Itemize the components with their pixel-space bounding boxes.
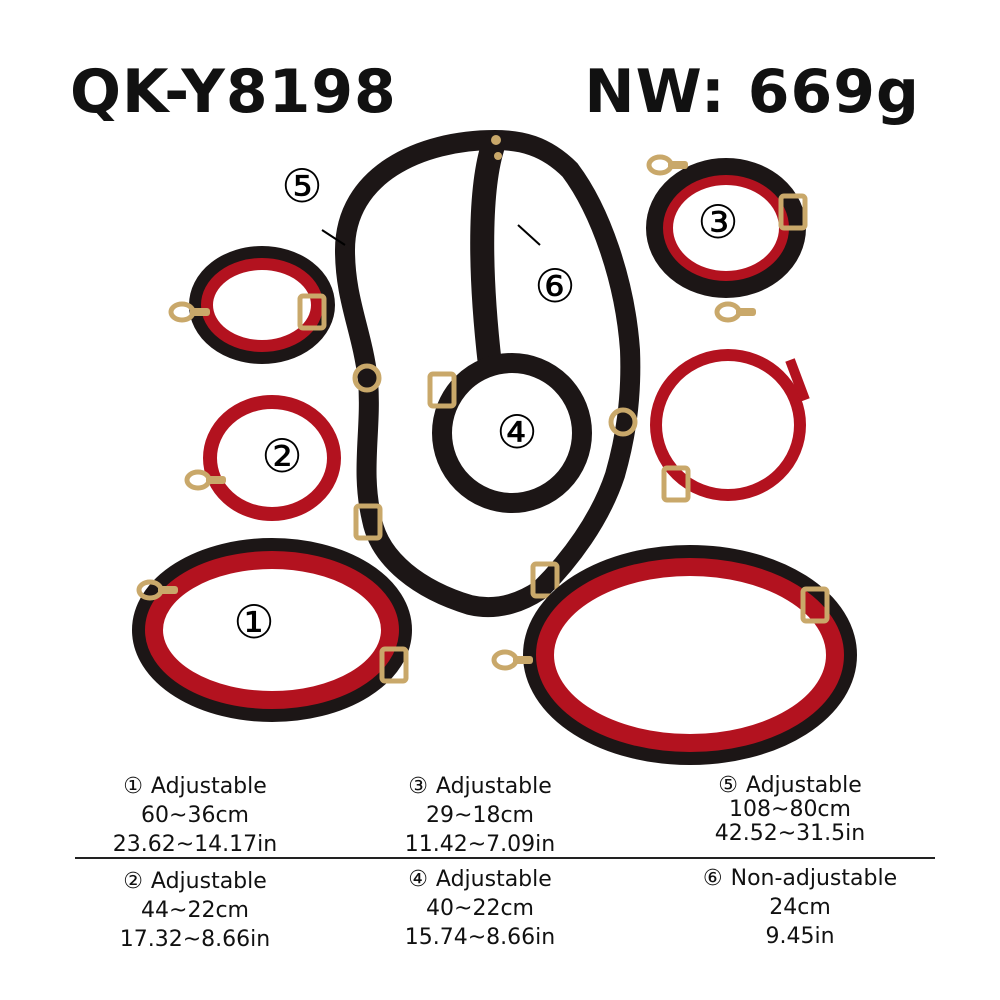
spec-inch: 11.42~7.09in bbox=[404, 832, 556, 857]
net-weight: NW: 669g bbox=[584, 57, 920, 127]
spec-type: Adjustable bbox=[150, 869, 267, 894]
spec-inch: 9.45in bbox=[765, 924, 835, 949]
spec-6: ⑥ Non-adjustable 24cm 9.45in bbox=[650, 864, 950, 951]
marker-3: ③ bbox=[697, 195, 738, 249]
spec-number: ⑥ bbox=[702, 866, 723, 891]
spec-inch: 17.32~8.66in bbox=[119, 927, 271, 952]
spec-type: Non-adjustable bbox=[730, 866, 898, 891]
spec-inch: 42.52~31.5in bbox=[714, 821, 866, 846]
harness-strap bbox=[334, 130, 641, 618]
spec-type: Adjustable bbox=[745, 773, 862, 798]
waist-belt bbox=[494, 545, 857, 765]
spec-number: ② bbox=[123, 869, 143, 894]
spec-type: Adjustable bbox=[435, 774, 552, 799]
spec-3: ③ Adjustable 29~18cm 11.42~7.09in bbox=[330, 772, 630, 859]
spec-2: ② Adjustable 44~22cm 17.32~8.66in bbox=[45, 867, 345, 954]
marker-6: ⑥ bbox=[534, 259, 575, 313]
divider bbox=[75, 857, 935, 859]
spec-number: ④ bbox=[408, 867, 428, 892]
thigh-cuff-1 bbox=[132, 538, 412, 722]
spec-type: Adjustable bbox=[435, 867, 552, 892]
spec-cm: 108~80cm bbox=[729, 797, 851, 822]
cuff-top-left bbox=[171, 246, 335, 364]
spec-type: Adjustable bbox=[150, 774, 267, 799]
spec-cm: 29~18cm bbox=[426, 803, 534, 828]
marker-5: ⑤ bbox=[281, 159, 322, 213]
marker-1: ① bbox=[233, 595, 274, 649]
spec-inch: 23.62~14.17in bbox=[112, 832, 278, 857]
spec-cm: 60~36cm bbox=[141, 803, 249, 828]
cuff-3 bbox=[646, 157, 805, 320]
spec-4: ④ Adjustable 40~22cm 15.74~8.66in bbox=[330, 865, 630, 952]
spec-number: ① bbox=[123, 774, 143, 799]
spec-cm: 44~22cm bbox=[141, 898, 249, 923]
spec-1: ① Adjustable 60~36cm 23.62~14.17in bbox=[45, 772, 345, 859]
model-number: QK-Y8198 bbox=[70, 57, 397, 127]
marker-4: ④ bbox=[496, 405, 537, 459]
spec-5: ⑤ Adjustable 108~80cm 42.52~31.5in bbox=[640, 774, 940, 846]
spec-number: ③ bbox=[408, 774, 428, 799]
cuff-2 bbox=[187, 395, 341, 521]
marker-2: ② bbox=[261, 429, 302, 483]
spec-inch: 15.74~8.66in bbox=[404, 925, 556, 950]
collar-4 bbox=[430, 353, 592, 513]
spec-cm: 40~22cm bbox=[426, 896, 534, 921]
spec-number: ⑤ bbox=[718, 773, 738, 798]
cuff-red-right bbox=[650, 349, 810, 500]
spec-cm: 24cm bbox=[769, 895, 831, 920]
product-photo: ⑤ ⑥ ③ ② ④ ① bbox=[132, 130, 857, 765]
